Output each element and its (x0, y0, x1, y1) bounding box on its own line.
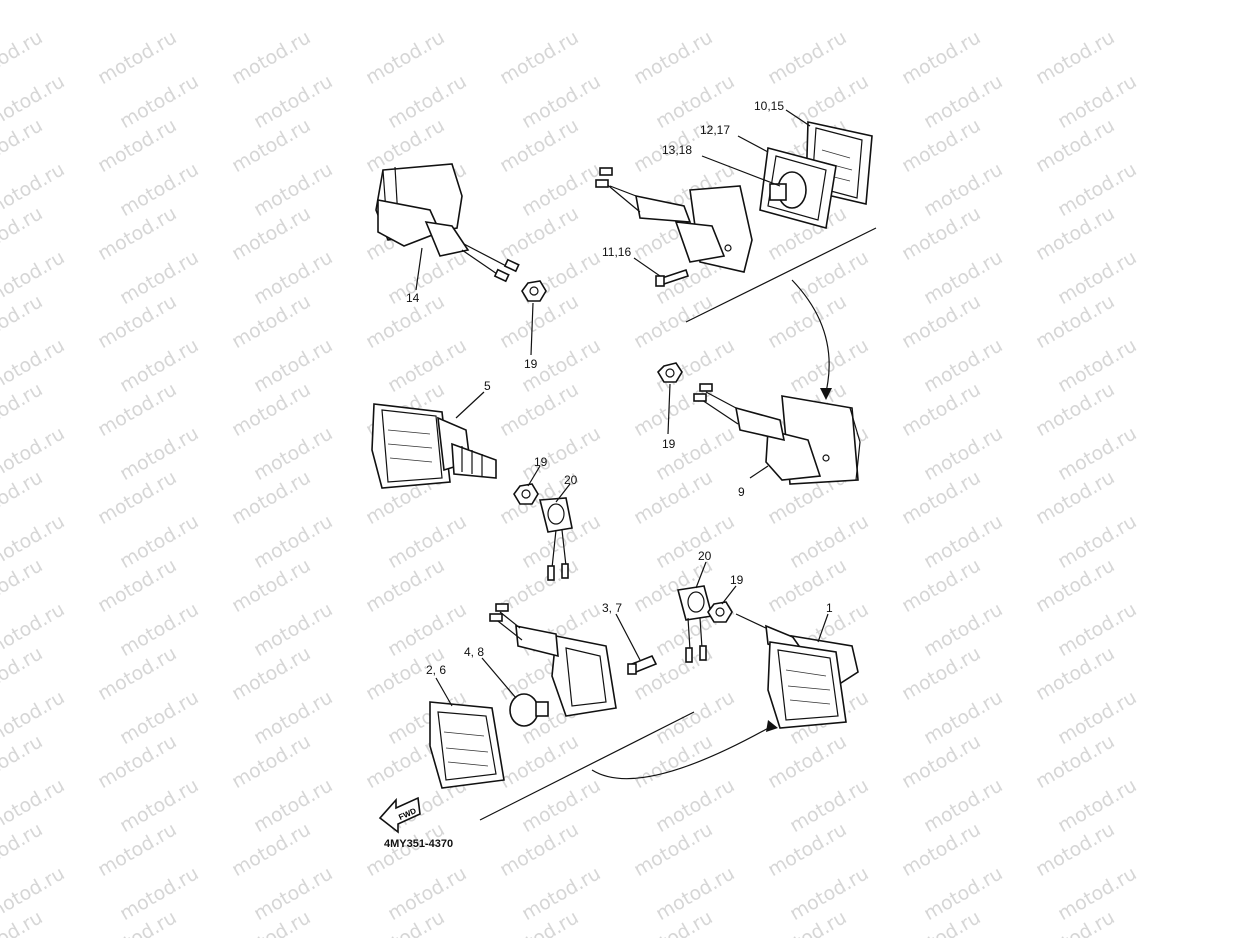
callout-19-upper-left: 19 (524, 357, 538, 371)
forward-arrow-icon: FWD (378, 796, 421, 834)
bracket-lower-left (479, 711, 695, 821)
leader-1318 (701, 155, 781, 187)
leader-20b (695, 561, 707, 589)
callout-12-17: 12,17 (700, 123, 731, 137)
part-19-nut-left-middle (513, 483, 539, 505)
part-4-8-bulb (509, 693, 549, 727)
flow-arrow-lower (591, 725, 773, 780)
flow-arrowhead-lower (766, 720, 778, 732)
leader-1217 (737, 135, 769, 153)
part-20-socket-left (538, 497, 573, 581)
diagram-code: 4MY351-4370 (384, 838, 454, 850)
callout-20-left: 20 (564, 473, 578, 487)
part-1-flasher-assembly (735, 613, 859, 729)
leader-1 (817, 613, 829, 643)
part-19-nut-right (656, 362, 683, 383)
leader-20a (555, 483, 571, 503)
callout-1: 1 (826, 601, 833, 615)
flow-arrow-upper (791, 279, 830, 393)
part-19-nut-upper-left (521, 280, 547, 302)
leader-19d (721, 585, 737, 605)
part-2-6-lens (429, 701, 505, 789)
part-3-7-screw (627, 654, 658, 675)
leader-1015 (785, 109, 811, 127)
bracket-upper-right (685, 227, 877, 323)
callout-4-8: 4, 8 (464, 645, 485, 659)
part-19-nut-right-lower (707, 601, 733, 623)
leader-19b (667, 383, 671, 435)
part-13-18-bulb (769, 171, 807, 209)
leader-19a (530, 302, 534, 356)
callout-11-16: 11,16 (602, 245, 632, 259)
callout-14: 14 (406, 291, 420, 305)
callout-13-18: 13,18 (662, 143, 693, 157)
leader-37 (615, 613, 641, 661)
part-9-flasher-assembly (693, 383, 861, 485)
leader-14 (415, 247, 423, 291)
callout-19-right-lower: 19 (730, 573, 744, 587)
callout-10-15: 10,15 (754, 99, 785, 113)
callout-20-right: 20 (698, 549, 712, 563)
callout-9: 9 (738, 485, 745, 499)
leader-9 (749, 465, 769, 479)
callout-3-7: 3, 7 (602, 601, 623, 615)
part-14-flasher-assembly (375, 163, 520, 283)
part-5-flasher-assembly (371, 403, 497, 489)
leader-5 (455, 391, 485, 419)
part-body-upper-right (595, 167, 753, 273)
part-20-socket-right (676, 585, 714, 663)
flow-arrowhead-upper (820, 388, 832, 400)
callout-19-right: 19 (662, 437, 676, 451)
part-body-lower-left (489, 603, 617, 717)
leader-26 (435, 677, 453, 707)
leader-19c (527, 465, 541, 487)
leader-48 (481, 657, 517, 699)
callout-2-6: 2, 6 (426, 663, 447, 677)
leader-1116 (633, 257, 661, 277)
part-11-16-screw (655, 268, 690, 287)
callout-5: 5 (484, 379, 491, 393)
callout-19-left-middle: 19 (534, 455, 548, 469)
